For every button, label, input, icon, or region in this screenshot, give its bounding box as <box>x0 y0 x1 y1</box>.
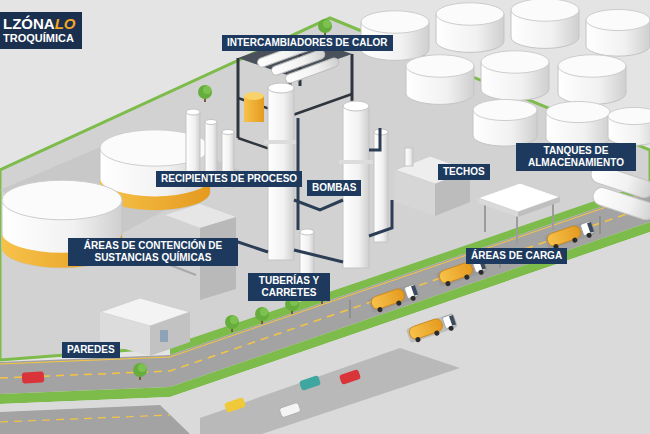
canopy-edge <box>478 198 518 217</box>
label-text: INTERCAMBIADORES DE CALOR <box>227 37 388 49</box>
vessel-top <box>186 109 200 115</box>
label-text: ÁREAS DE CONTENCIÓN DE SUSTANCIAS QUÍMIC… <box>73 240 233 264</box>
label-text: TANQUES DE ALMACENAMIENTO <box>521 145 631 169</box>
storage-tank <box>406 55 474 105</box>
car <box>279 402 301 418</box>
tanker-truck <box>368 283 421 315</box>
label-text: ÁREAS DE CARGA <box>471 250 562 262</box>
car <box>22 371 45 384</box>
lower-ground <box>0 232 650 434</box>
column-top <box>268 83 294 93</box>
heat-exchanger <box>284 57 340 85</box>
callout-box: TANQUES DE ALMACENAMIENTO <box>516 143 636 171</box>
storage-tank <box>436 3 504 53</box>
storage-tank <box>481 51 549 101</box>
column-ring <box>339 160 373 164</box>
vessel-top <box>222 130 234 135</box>
canopy-pillar <box>516 214 518 244</box>
label-text: BOMBAS <box>312 182 356 194</box>
building-wall <box>150 312 190 356</box>
tree <box>255 307 269 324</box>
building-wall <box>395 170 435 216</box>
car <box>224 397 246 413</box>
callout-box: TECHOS <box>438 164 490 180</box>
label-text: TUBERÍAS Y CARRETES <box>253 275 325 299</box>
parking-lot <box>200 348 460 434</box>
column-ring <box>264 140 298 144</box>
label-text: RECIPIENTES DE PROCESO <box>161 173 297 185</box>
lamp-post <box>349 300 351 318</box>
callout-box: RECIPIENTES DE PROCESO <box>156 171 302 187</box>
canopy-pillar <box>484 202 486 232</box>
pipe <box>294 250 343 262</box>
pipe <box>294 200 343 210</box>
vessel-top <box>300 229 314 235</box>
storage-tank <box>608 107 650 145</box>
logo-row: LZÓNALO <box>3 15 76 32</box>
storage-tank <box>586 9 650 56</box>
pipe <box>369 200 392 236</box>
car <box>339 369 361 385</box>
callout-box: ÁREAS DE CONTENCIÓN DE SUSTANCIAS QUÍMIC… <box>68 238 238 266</box>
label-text: LZÓNA <box>3 15 55 32</box>
column-top <box>343 101 369 111</box>
storage-tank <box>558 55 626 105</box>
logo-box: LZÓNALOTROQUÍMICA <box>0 12 82 49</box>
storage-tank <box>473 99 537 146</box>
tree <box>318 19 332 36</box>
lamp-post <box>599 216 601 234</box>
tree <box>198 85 212 102</box>
callout-box: BOMBAS <box>307 180 361 196</box>
tree <box>225 315 239 332</box>
car <box>299 375 321 391</box>
tree <box>133 363 147 380</box>
canopy-edge <box>518 197 560 217</box>
callout-box: INTERCAMBIADORES DE CALOR <box>222 35 393 51</box>
pipe <box>369 128 380 150</box>
label-text: TROQUÍMICA <box>3 32 76 45</box>
building-door <box>160 330 168 342</box>
yellow-vessel-top <box>244 92 264 100</box>
road <box>0 405 190 434</box>
storage-tank <box>546 101 610 148</box>
callout-box: ÁREAS DE CARGA <box>466 248 567 264</box>
callout-box: PAREDES <box>62 342 120 358</box>
building-window <box>170 265 196 275</box>
tanker-truck <box>544 220 597 252</box>
vessel-top <box>205 120 217 125</box>
road-marking <box>0 415 170 422</box>
roof-stack <box>405 148 413 166</box>
tanker-truck <box>406 313 459 345</box>
callout-box: TUBERÍAS Y CARRETES <box>248 273 330 301</box>
canopy-roof <box>478 183 560 212</box>
storage-tank <box>511 0 579 48</box>
label-text: LO <box>55 15 76 32</box>
label-text: TECHOS <box>443 166 485 178</box>
label-text: PAREDES <box>67 344 115 356</box>
